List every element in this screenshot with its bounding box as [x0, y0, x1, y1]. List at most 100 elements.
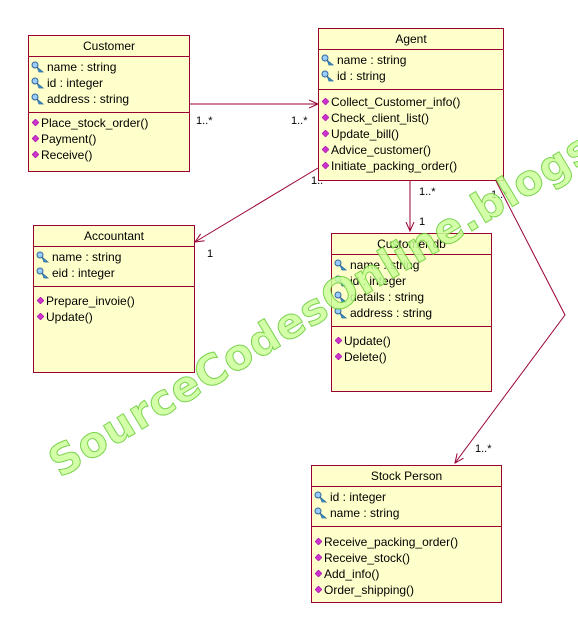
multiplicity-agent-stockperson-source: 1..*: [491, 189, 508, 201]
operation: Order_shipping(): [312, 582, 501, 598]
operation-text: Update_bill(): [331, 127, 400, 141]
attribute-text: address : string: [47, 92, 130, 106]
attribute-text: address : string: [350, 306, 433, 320]
operation-text: Receive_stock(): [324, 551, 411, 565]
attribute: id : integer: [29, 75, 189, 91]
attribute-text: id : integer: [350, 274, 407, 288]
attribute-key-icon: [36, 267, 50, 279]
multiplicity-agent-accountant-target: 1: [207, 248, 214, 260]
operation-text: Update(): [344, 334, 391, 348]
attribute-key-icon: [321, 70, 335, 82]
class-agent-name: Agent: [319, 29, 503, 50]
operation: Receive(): [29, 147, 189, 163]
attribute-key-icon: [314, 507, 328, 519]
attribute-text: name : string: [52, 250, 122, 264]
operation-text: Update(): [46, 310, 93, 324]
operation: Add_info(): [312, 566, 501, 582]
class-accountant-attributes: name : string eid : integer: [34, 247, 194, 287]
operation-text: Collect_Customer_info(): [331, 95, 461, 109]
class-customer-db-name: Customer db: [332, 234, 491, 255]
operation-diamond-icon: [322, 130, 329, 137]
attribute: name : string: [29, 59, 189, 75]
operation: Prepare_invoie(): [34, 293, 194, 309]
attribute-key-icon: [36, 251, 50, 263]
attribute-text: name : string: [47, 60, 117, 74]
multiplicity-agent-accountant-source: 1..: [311, 175, 324, 187]
operation-diamond-icon: [37, 297, 44, 304]
operation-diamond-icon: [322, 98, 329, 105]
class-accountant-name: Accountant: [34, 226, 194, 247]
operation-diamond-icon: [32, 151, 39, 158]
operation-diamond-icon: [335, 337, 342, 344]
attribute: address : string: [332, 305, 491, 321]
class-customer-db[interactable]: Customer db name : string id : integer d…: [331, 233, 492, 392]
attribute-text: id : integer: [47, 76, 104, 90]
operation-diamond-icon: [315, 538, 322, 545]
operation: Collect_Customer_info(): [319, 94, 503, 110]
operation: Update(): [332, 333, 491, 349]
attribute: id : integer: [312, 489, 501, 505]
class-stock-person[interactable]: Stock Person id : integer name : string …: [311, 465, 502, 603]
class-agent[interactable]: Agent name : string id : string Collect_…: [318, 28, 504, 181]
operation-diamond-icon: [32, 135, 39, 142]
multiplicity-customer-agent-target: 1..*: [291, 115, 308, 127]
operation: Delete(): [332, 349, 491, 365]
attribute-key-icon: [334, 307, 348, 319]
operation-text: Place_stock_order(): [41, 116, 149, 130]
operation-text: Delete(): [344, 350, 387, 364]
class-customer-operations: Place_stock_order() Payment() Receive(): [29, 113, 189, 167]
operation: Receive_stock(): [312, 550, 501, 566]
operation-text: Order_shipping(): [324, 583, 415, 597]
attribute: name : string: [332, 257, 491, 273]
class-customer-db-attributes: name : string id : integer details : str…: [332, 255, 491, 327]
attribute-text: id : integer: [330, 490, 387, 504]
class-customer[interactable]: Customer name : string id : integer addr…: [28, 35, 190, 172]
class-accountant[interactable]: Accountant name : string eid : integer P…: [33, 225, 195, 373]
operation: Initiate_packing_order(): [319, 158, 503, 174]
operation-text: Advice_customer(): [331, 143, 432, 157]
attribute: name : string: [319, 52, 503, 68]
operation-diamond-icon: [315, 554, 322, 561]
operation-diamond-icon: [322, 114, 329, 121]
class-stock-person-name: Stock Person: [312, 466, 501, 487]
operation: Advice_customer(): [319, 142, 503, 158]
attribute-text: name : string: [330, 506, 400, 520]
attribute-key-icon: [321, 54, 335, 66]
operation-diamond-icon: [322, 146, 329, 153]
attribute-text: name : string: [337, 53, 407, 67]
operation-text: Check_client_list(): [331, 111, 430, 125]
class-agent-operations: Collect_Customer_info() Check_client_lis…: [319, 90, 503, 178]
operation-diamond-icon: [315, 586, 322, 593]
multiplicity-agent-customerdb-source: 1..*: [419, 186, 436, 198]
operation: Place_stock_order(): [29, 115, 189, 131]
class-agent-attributes: name : string id : string: [319, 50, 503, 90]
class-stock-person-operations: Receive_packing_order() Receive_stock() …: [312, 527, 501, 602]
assoc-agent-accountant: [195, 167, 319, 242]
attribute-text: name : string: [350, 258, 420, 272]
class-customer-name: Customer: [29, 36, 189, 57]
operation-text: Payment(): [41, 132, 97, 146]
operation-text: Initiate_packing_order(): [331, 159, 458, 173]
operation-diamond-icon: [32, 119, 39, 126]
operation: Update_bill(): [319, 126, 503, 142]
attribute-key-icon: [334, 275, 348, 287]
operation-text: Receive_packing_order(): [324, 535, 459, 549]
operation-text: Add_info(): [324, 567, 380, 581]
class-accountant-operations: Prepare_invoie() Update(): [34, 287, 194, 329]
operation-diamond-icon: [335, 353, 342, 360]
attribute: eid : integer: [34, 265, 194, 281]
attribute: address : string: [29, 91, 189, 107]
class-customer-attributes: name : string id : integer address : str…: [29, 57, 189, 113]
multiplicity-customer-agent-source: 1..*: [196, 115, 213, 127]
operation-text: Receive(): [41, 148, 93, 162]
multiplicity-agent-customerdb-target: 1: [419, 216, 426, 228]
attribute-text: eid : integer: [52, 266, 115, 280]
attribute-key-icon: [31, 61, 45, 73]
operation-diamond-icon: [322, 162, 329, 169]
attribute-text: details : string: [350, 290, 425, 304]
attribute: id : integer: [332, 273, 491, 289]
class-customer-db-operations: Update() Delete(): [332, 327, 491, 369]
operation-text: Prepare_invoie(): [46, 294, 135, 308]
attribute-key-icon: [314, 491, 328, 503]
assoc-agent-stockperson: [455, 180, 566, 463]
